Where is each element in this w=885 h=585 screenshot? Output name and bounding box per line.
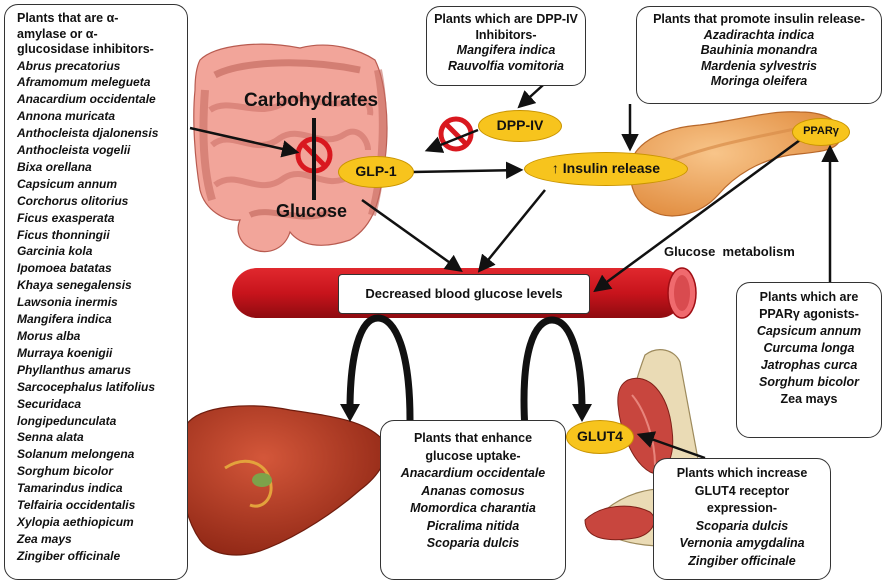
blood-glucose-label: Decreased blood glucose levels: [365, 286, 562, 301]
plant-name: Azadirachta indica: [637, 28, 881, 44]
plant-name: Ipomoea batatas: [17, 260, 179, 277]
plant-name: Abrus precatorius: [17, 58, 179, 75]
curved-arrows: [350, 318, 582, 430]
uptake-box-heading-1: Plants that enhance: [381, 430, 565, 448]
plant-name: longipedunculata: [17, 413, 179, 430]
plant-name: Lawsonia inermis: [17, 294, 179, 311]
plant-name: Khaya senegalensis: [17, 277, 179, 294]
glut4-box-heading-3: expression-: [654, 500, 830, 518]
blood-glucose-box: Decreased blood glucose levels: [338, 274, 590, 314]
glucose-metabolism-label: Glucose metabolism: [664, 244, 795, 259]
plant-name: Telfairia occidentalis: [17, 497, 179, 514]
plant-name: Anthocleista vogelii: [17, 142, 179, 159]
plant-name: Sorghum bicolor: [17, 463, 179, 480]
plant-name: Mardenia sylvestris: [637, 59, 881, 75]
plant-name: Corchorus olitorius: [17, 193, 179, 210]
plant-name: Scoparia dulcis: [654, 518, 830, 536]
ppar-label: PPARγ: [803, 125, 839, 137]
dpp4-pill: DPP-IV: [478, 110, 562, 142]
plant-name: Phyllanthus amarus: [17, 362, 179, 379]
plant-name: Mangifera indica: [427, 43, 585, 59]
plant-name: Zea mays: [17, 531, 179, 548]
alpha-box-heading-1: Plants that are α-: [17, 11, 179, 27]
insulin-release-pill: ↑ Insulin release: [524, 152, 688, 186]
plant-name: Ficus thonningii: [17, 227, 179, 244]
plant-name: Zingiber officinale: [17, 548, 179, 565]
plant-name: Tamarindus indica: [17, 480, 179, 497]
plant-name: Mangifera indica: [17, 311, 179, 328]
plant-name: Capsicum annum: [17, 176, 179, 193]
plant-name: Momordica charantia: [381, 500, 565, 518]
dpp-box-heading-1: Plants which are DPP-IV: [427, 12, 585, 28]
plant-name: Jatrophas curca: [737, 357, 881, 374]
dpp4-inhibitors-box: Plants which are DPP-IV Inhibitors- Mang…: [426, 6, 586, 86]
dpp4-label: DPP-IV: [497, 117, 544, 133]
glucose-label: Glucose: [276, 201, 347, 222]
plant-name: Zingiber officinale: [654, 553, 830, 571]
liver-illustration: [182, 406, 386, 555]
dpp-box-heading-2: Inhibitors-: [427, 28, 585, 44]
glut4-pill: GLUT4: [566, 420, 634, 454]
plant-name: Senna alata: [17, 429, 179, 446]
plant-name: Sarcocephalus latifolius: [17, 379, 179, 396]
arrow-glp1-to-insulin: [412, 170, 520, 172]
plant-name: Picralima nitida: [381, 518, 565, 536]
plant-name: Rauvolfia vomitoria: [427, 59, 585, 75]
glp1-pill: GLP-1: [338, 156, 414, 188]
glut4-box-heading-2: GLUT4 receptor: [654, 483, 830, 501]
glut4-label: GLUT4: [577, 428, 623, 444]
alpha-inhibitors-box: Plants that are α- amylase or α- glucosi…: [4, 4, 188, 580]
uptake-box-heading-2: glucose uptake-: [381, 448, 565, 466]
plant-name: Garcinia kola: [17, 243, 179, 260]
plant-name: Anacardium occidentale: [381, 465, 565, 483]
plant-name: Anacardium occidentale: [17, 91, 179, 108]
plant-name: Aframomum melegueta: [17, 74, 179, 91]
plant-name: Morus alba: [17, 328, 179, 345]
ppar-box-heading-2: PPARγ agonists-: [737, 306, 881, 323]
plant-name: Securidaca: [17, 396, 179, 413]
carbohydrates-label: Carbohydrates: [244, 90, 378, 112]
glp1-label: GLP-1: [355, 163, 396, 179]
ppar-pill: PPARγ: [792, 118, 850, 146]
insulin-box-heading: Plants that promote insulin release-: [637, 12, 881, 28]
glut4-box-heading-1: Plants which increase: [654, 465, 830, 483]
plant-name: Bauhinia monandra: [637, 43, 881, 59]
curve-to-glut4-head: [572, 404, 592, 422]
glucose-uptake-box: Plants that enhance glucose uptake- Anac…: [380, 420, 566, 580]
plant-name: Solanum melongena: [17, 446, 179, 463]
curve-to-glut4: [524, 320, 582, 430]
alpha-box-heading-2: amylase or α-: [17, 27, 179, 43]
glut4-expression-box: Plants which increase GLUT4 receptor exp…: [653, 458, 831, 580]
plant-name: Ficus exasperata: [17, 210, 179, 227]
plant-name: Murraya koenigii: [17, 345, 179, 362]
alpha-box-heading-3: glucosidase inhibitors-: [17, 42, 179, 58]
plant-name: Scoparia dulcis: [381, 535, 565, 553]
arrow-insulin-to-blood: [480, 190, 545, 270]
plant-name: Curcuma longa: [737, 340, 881, 357]
plant-name: Xylopia aethiopicum: [17, 514, 179, 531]
plant-name: Capsicum annum: [737, 323, 881, 340]
plant-name: Bixa orellana: [17, 159, 179, 176]
ppar-agonists-box: Plants which are PPARγ agonists- Capsicu…: [736, 282, 882, 438]
arrow-glucose-to-blood: [362, 200, 460, 270]
insulin-release-box: Plants that promote insulin release- Aza…: [636, 6, 882, 104]
plant-name: Anthocleista djalonensis: [17, 125, 179, 142]
insulin-release-label: ↑ Insulin release: [552, 160, 660, 176]
plant-name: Annona muricata: [17, 108, 179, 125]
plant-name: Moringa oleifera: [637, 74, 881, 90]
ppar-box-extra: Zea mays: [737, 391, 881, 408]
plant-name: Sorghum bicolor: [737, 374, 881, 391]
ppar-box-heading-1: Plants which are: [737, 289, 881, 306]
plant-name: Ananas comosus: [381, 483, 565, 501]
plant-name: Vernonia amygdalina: [654, 535, 830, 553]
